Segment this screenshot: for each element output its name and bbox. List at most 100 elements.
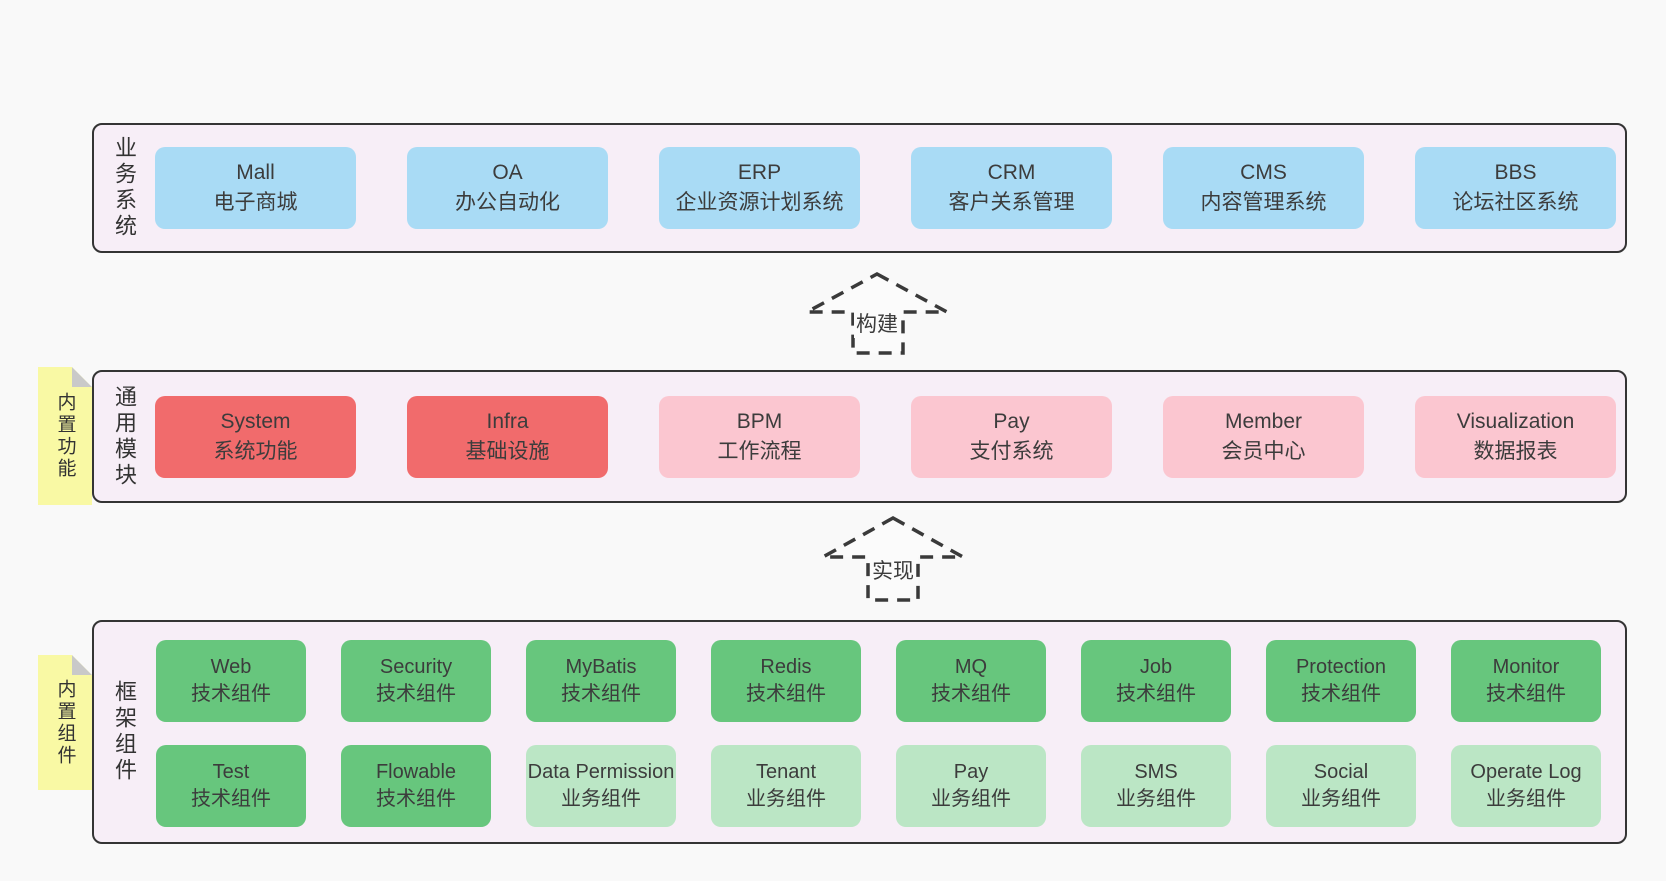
box-name: MQ	[954, 656, 988, 678]
box-name: Web	[210, 656, 252, 678]
box-member: Member 会员中心	[1163, 395, 1364, 478]
box-bpm: BPM 工作流程	[659, 395, 860, 478]
box-name: Test	[212, 761, 250, 783]
builtin-components-note: 内置组件	[38, 655, 92, 790]
box-oa: OA 办公自动化	[407, 147, 608, 229]
box-name: Social	[1313, 761, 1369, 783]
box-desc: 业务组件	[561, 788, 641, 810]
box-desc: 业务组件	[746, 788, 826, 810]
box-name: Visualization	[1456, 409, 1575, 433]
framework-components-layer: 框架组件 Web 技术组件 Security 技术组件 MyBatis 技术组件…	[92, 620, 1627, 844]
box-pay-business: Pay 业务组件	[896, 745, 1046, 827]
box-desc: 会员中心	[1221, 439, 1306, 463]
box-job: Job 技术组件	[1081, 640, 1231, 722]
box-name: Operate Log	[1470, 761, 1582, 783]
box-name: Flowable	[375, 761, 457, 783]
box-desc: 系统功能	[213, 439, 298, 463]
box-desc: 论坛社区系统	[1452, 191, 1579, 214]
box-desc: 业务组件	[1116, 788, 1196, 810]
business-systems-row: Mall 电子商城 OA 办公自动化 ERP 企业资源计划系统 CRM 客户关系…	[155, 125, 1616, 251]
common-modules-label: 通用模块	[112, 384, 137, 489]
implement-arrow-label: 实现	[872, 560, 914, 583]
box-name: ERP	[737, 161, 782, 185]
box-mq: MQ 技术组件	[896, 640, 1046, 722]
box-name: Pay	[953, 761, 989, 783]
box-name: Infra	[486, 409, 529, 433]
box-name: Job	[1139, 656, 1173, 678]
box-name: Protection	[1295, 656, 1387, 678]
box-tenant: Tenant 业务组件	[711, 745, 861, 827]
box-desc: 基础设施	[465, 439, 550, 463]
box-crm: CRM 客户关系管理	[911, 147, 1112, 229]
box-sms: SMS 业务组件	[1081, 745, 1231, 827]
box-name: MyBatis	[565, 656, 637, 678]
builtin-features-note: 内置功能	[38, 367, 92, 505]
box-desc: 业务组件	[931, 788, 1011, 810]
note-fold-icon	[72, 367, 92, 387]
box-desc: 技术组件	[1116, 683, 1196, 705]
build-arrow-label: 构建	[856, 313, 898, 336]
common-modules-layer: 通用模块 System 系统功能 Infra 基础设施 BPM 工作流程 Pay…	[92, 370, 1627, 503]
box-desc: 支付系统	[969, 439, 1054, 463]
box-monitor: Monitor 技术组件	[1451, 640, 1601, 722]
box-desc: 客户关系管理	[948, 191, 1075, 214]
box-desc: 企业资源计划系统	[675, 191, 844, 214]
note-fold-icon	[72, 655, 92, 675]
box-flowable: Flowable 技术组件	[341, 745, 491, 827]
box-infra: Infra 基础设施	[407, 395, 608, 478]
box-desc: 业务组件	[1301, 788, 1381, 810]
common-modules-row: System 系统功能 Infra 基础设施 BPM 工作流程 Pay 支付系统…	[155, 372, 1616, 501]
box-name: System	[220, 409, 291, 433]
box-cms: CMS 内容管理系统	[1163, 147, 1364, 229]
arrow-label-bg	[870, 557, 916, 585]
box-security: Security 技术组件	[341, 640, 491, 722]
box-name: Monitor	[1492, 656, 1560, 678]
box-mybatis: MyBatis 技术组件	[526, 640, 676, 722]
box-social: Social 业务组件	[1266, 745, 1416, 827]
box-mall: Mall 电子商城	[155, 147, 356, 229]
box-desc: 办公自动化	[455, 191, 560, 214]
box-desc: 技术组件	[191, 788, 271, 810]
box-visualization: Visualization 数据报表	[1415, 395, 1616, 478]
box-name: Data Permission	[527, 761, 675, 783]
box-name: Pay	[993, 409, 1030, 433]
box-name: Security	[379, 656, 453, 678]
framework-components-label: 框架组件	[112, 680, 137, 784]
business-systems-label: 业务系统	[112, 136, 137, 240]
box-desc: 技术组件	[191, 683, 271, 705]
box-test: Test 技术组件	[156, 745, 306, 827]
implement-arrow: 实现	[816, 515, 970, 602]
box-desc: 技术组件	[561, 683, 641, 705]
box-web: Web 技术组件	[156, 640, 306, 722]
box-desc: 电子商城	[213, 191, 298, 214]
box-name: CMS	[1240, 161, 1287, 185]
box-system: System 系统功能	[155, 395, 356, 478]
box-desc: 技术组件	[376, 683, 456, 705]
builtin-features-note-label: 内置功能	[54, 392, 76, 480]
box-desc: 业务组件	[1486, 788, 1566, 810]
business-systems-layer: 业务系统 Mall 电子商城 OA 办公自动化 ERP 企业资源计划系统 CRM…	[92, 123, 1627, 253]
box-erp: ERP 企业资源计划系统	[659, 147, 860, 229]
builtin-components-note-label: 内置组件	[54, 678, 76, 767]
box-name: Member	[1224, 409, 1303, 433]
box-operate-log: Operate Log 业务组件	[1451, 745, 1601, 827]
build-arrow: 构建	[806, 272, 948, 355]
box-redis: Redis 技术组件	[711, 640, 861, 722]
box-name: BBS	[1494, 161, 1537, 185]
arrow-label-bg	[854, 310, 900, 338]
box-name: CRM	[987, 161, 1036, 185]
box-name: Tenant	[755, 761, 817, 783]
box-desc: 技术组件	[931, 683, 1011, 705]
business-components-row: Test 技术组件 Flowable 技术组件 Data Permission …	[156, 745, 1601, 827]
box-desc: 技术组件	[1301, 683, 1381, 705]
tech-components-row: Web 技术组件 Security 技术组件 MyBatis 技术组件 Redi…	[156, 640, 1601, 722]
box-name: Mall	[236, 161, 275, 185]
box-pay: Pay 支付系统	[911, 395, 1112, 478]
box-bbs: BBS 论坛社区系统	[1415, 147, 1616, 229]
framework-components-rows: Web 技术组件 Security 技术组件 MyBatis 技术组件 Redi…	[156, 640, 1601, 827]
box-desc: 技术组件	[376, 788, 456, 810]
box-name: OA	[492, 161, 523, 185]
box-name: SMS	[1134, 761, 1178, 783]
box-name: Redis	[760, 656, 812, 678]
